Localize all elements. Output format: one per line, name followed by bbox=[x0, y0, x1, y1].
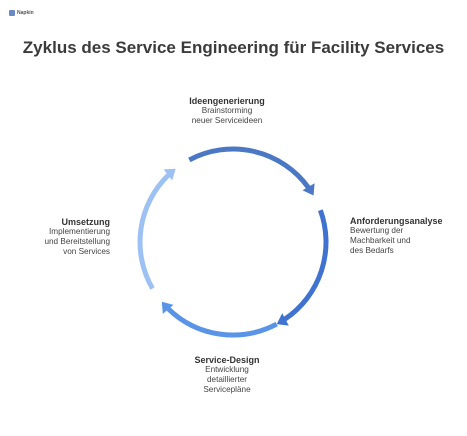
stage-desc-line: und Bereitstellung bbox=[44, 237, 110, 246]
stage-desc-line: Brainstorming bbox=[201, 106, 253, 115]
stage-desc-line: Servicepläne bbox=[203, 385, 251, 394]
stage-desc-line: Machbarkeit und bbox=[350, 236, 411, 245]
arrow-umsetzung-to-ideengenerierung bbox=[137, 173, 171, 290]
stage-umsetzung: Umsetzung Implementierung und Bereitstel… bbox=[4, 217, 110, 257]
arrowhead-top bbox=[302, 183, 315, 196]
stage-desc-line: neuer Serviceideen bbox=[191, 116, 263, 125]
arrow-design-to-umsetzung bbox=[166, 307, 278, 338]
stage-desc-line: detaillierter bbox=[206, 375, 248, 384]
stage-desc-line: des Bedarfs bbox=[350, 246, 394, 255]
stage-title: Ideengenerierung bbox=[189, 96, 265, 106]
stage-desc-line: von Services bbox=[63, 247, 110, 256]
stage-desc-line: Entwicklung bbox=[205, 365, 249, 374]
diagram-title: Zyklus des Service Engineering für Facil… bbox=[22, 38, 445, 57]
stage-title: Umsetzung bbox=[61, 217, 110, 227]
stage-desc-line: Bewertung der bbox=[350, 226, 404, 235]
stage-ideengenerierung: Ideengenerierung Brainstorming neuer Ser… bbox=[157, 96, 297, 126]
arrowhead-left bbox=[163, 168, 176, 181]
arrowhead-bottom bbox=[161, 301, 174, 314]
arrowhead-right bbox=[276, 313, 289, 326]
arrow-anforderung-to-design bbox=[283, 209, 329, 322]
stage-anforderungsanalyse: Anforderungsanalyse Bewertung der Machba… bbox=[350, 216, 462, 256]
logo: Napkin bbox=[9, 10, 34, 16]
logo-text: Napkin bbox=[17, 10, 34, 16]
stage-service-design: Service-Design Entwicklung detaillierter… bbox=[157, 355, 297, 395]
stage-desc-line: Implementierung bbox=[49, 227, 110, 236]
arrow-ideengenerierung-to-anforderung bbox=[188, 146, 311, 189]
stage-title: Anforderungsanalyse bbox=[350, 216, 443, 226]
stage-title: Service-Design bbox=[194, 355, 260, 365]
logo-icon bbox=[9, 10, 15, 16]
